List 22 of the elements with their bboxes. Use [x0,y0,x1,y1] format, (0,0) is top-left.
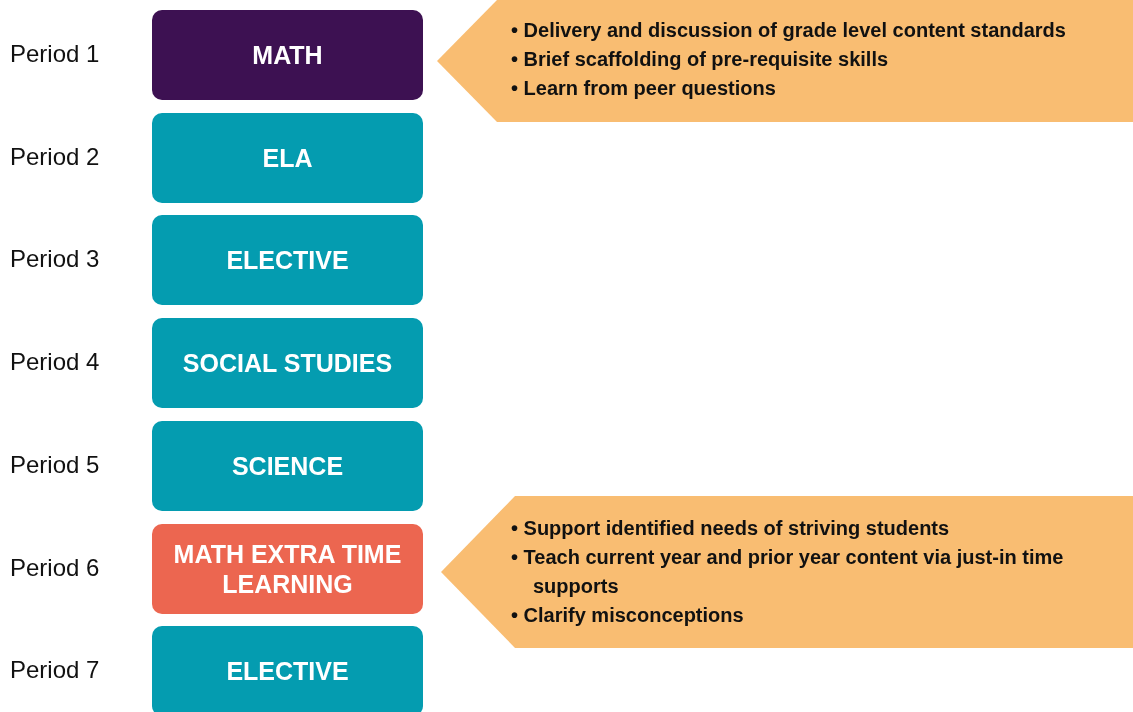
period-label: Period 5 [10,450,100,479]
subject-box: SCIENCE [152,420,423,511]
subject-box: ELECTIVE [152,626,423,712]
period-label: Period 1 [10,40,100,68]
callout-arrow-shape [437,0,1133,122]
period-label: Period 4 [10,348,100,377]
subject-box: SOCIAL STUDIES [152,318,423,409]
bullet-item: • Teach current year and prior year content via just-in time supports [511,545,1065,599]
subject-box: MATH [152,10,423,100]
callout-arrow-shape [441,496,1133,648]
bullet-item: • Clarify misconceptions [511,603,745,628]
period-label: Period 2 [10,142,100,171]
period-label: Period 7 [10,656,100,685]
bullet-item: • Learn from peer questions [511,76,777,101]
subject-box: ELA [152,112,423,203]
bullet-item: • Support identified needs of striving students [511,516,951,541]
bullet-item: • Delivery and discussion of grade level content standards [511,18,1067,43]
period-label: Period 3 [10,245,100,274]
bullet-item: • Brief scaffolding of pre-requisite skills [511,47,890,72]
subject-box: MATH EXTRA TIME LEARNING [152,523,423,614]
period-label: Period 6 [10,553,100,582]
subject-box: ELECTIVE [152,215,423,306]
